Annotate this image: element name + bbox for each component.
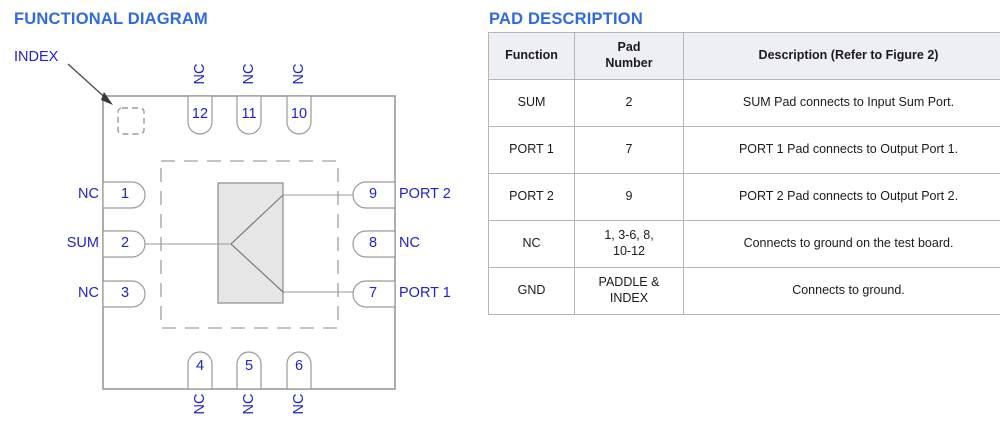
pad-12-shape <box>187 95 213 135</box>
cell-function: PORT 2 <box>488 173 575 221</box>
column-header-pad-number: Pad Number <box>574 32 684 80</box>
table-row: PORT 1 7 PORT 1 Pad connects to Output P… <box>488 126 1000 174</box>
pad-9-shape <box>352 181 396 209</box>
pad-11-shape <box>236 95 262 135</box>
pad-4-shape <box>187 351 213 390</box>
cell-function: PORT 1 <box>488 126 575 174</box>
pad-3-label: NC <box>78 285 99 301</box>
cell-pad-number-line1: 9 <box>625 189 633 204</box>
table-row: PORT 2 9 PORT 2 Pad connects to Output P… <box>488 173 1000 221</box>
cell-pad-number: PADDLE & INDEX <box>574 267 684 315</box>
pad-12-number: 12 <box>191 106 209 122</box>
cell-pad-number-line1: 1, 3-6, 8, <box>604 228 654 243</box>
pad-11-label: NC <box>241 63 257 85</box>
pad-1-number: 1 <box>120 186 130 202</box>
cell-function: SUM <box>488 79 575 127</box>
index-marker-icon <box>117 107 145 135</box>
pad-8-label: NC <box>399 235 420 251</box>
cell-pad-number: 7 <box>574 126 684 174</box>
table-header: Function Pad Number Description (Refer t… <box>488 32 1000 80</box>
page-title-functional-diagram: FUNCTIONAL DIAGRAM <box>14 10 208 28</box>
cell-pad-number-line2: 10-12 <box>613 244 645 258</box>
table-row: GND PADDLE & INDEX Connects to ground. <box>488 267 1000 315</box>
pad-11-number: 11 <box>241 106 257 122</box>
pad-7-shape <box>352 280 396 308</box>
cell-description: Connects to ground. <box>683 267 1000 315</box>
cell-pad-number-line1: 7 <box>625 142 633 157</box>
table-body: SUM 2 SUM Pad connects to Input Sum Port… <box>488 79 1000 315</box>
column-header-pad-number-line2: Number <box>605 56 653 70</box>
index-callout-arrow-icon <box>67 63 113 105</box>
pad-3-number: 3 <box>120 285 130 301</box>
column-header-description: Description (Refer to Figure 2) <box>683 32 1000 80</box>
pad-10-shape <box>286 95 312 135</box>
cell-pad-number-line1: PADDLE & <box>598 275 660 290</box>
cell-description: PORT 1 Pad connects to Output Port 1. <box>683 126 1000 174</box>
cell-pad-number: 1, 3-6, 8, 10-12 <box>574 220 684 268</box>
table-header-row: Function Pad Number Description (Refer t… <box>488 32 1000 80</box>
pad-2-number: 2 <box>120 235 130 251</box>
pad-9-number: 9 <box>368 186 378 202</box>
pad-6-label: NC <box>291 393 307 415</box>
pad-2-shape <box>102 230 146 258</box>
column-header-pad-number-line1: Pad <box>617 40 641 55</box>
functional-diagram: INDEX 1 NC 2 SUM 3 NC 9 PORT 2 8 NC 7 PO… <box>0 0 470 423</box>
pad-description-table: Function Pad Number Description (Refer t… <box>488 32 1000 315</box>
pad-5-number: 5 <box>244 358 254 374</box>
pad-12-label: NC <box>192 63 208 85</box>
pad-2-label: SUM <box>66 235 99 251</box>
cell-pad-number-line1: 2 <box>625 95 633 110</box>
cell-function: NC <box>488 220 575 268</box>
pad-5-shape <box>236 351 262 390</box>
pad-7-number: 7 <box>368 285 378 301</box>
pad-10-number: 10 <box>290 106 308 122</box>
die-block <box>217 182 284 304</box>
pad-7-label: PORT 1 <box>399 285 451 301</box>
pad-10-label: NC <box>291 63 307 85</box>
cell-pad-number: 2 <box>574 79 684 127</box>
pad-3-shape <box>102 280 146 308</box>
table-row: NC 1, 3-6, 8, 10-12 Connects to ground o… <box>488 220 1000 268</box>
pad-1-label: NC <box>78 186 99 202</box>
table-row: SUM 2 SUM Pad connects to Input Sum Port… <box>488 79 1000 127</box>
pad-8-number: 8 <box>368 235 378 251</box>
cell-function: GND <box>488 267 575 315</box>
cell-description: PORT 2 Pad connects to Output Port 2. <box>683 173 1000 221</box>
cell-pad-number: 9 <box>574 173 684 221</box>
cell-description: Connects to ground on the test board. <box>683 220 1000 268</box>
page-title-pad-description: PAD DESCRIPTION <box>489 10 643 28</box>
pad-4-label: NC <box>192 393 208 415</box>
cell-description: SUM Pad connects to Input Sum Port. <box>683 79 1000 127</box>
pad-9-label: PORT 2 <box>399 186 451 202</box>
cell-pad-number-line2: INDEX <box>609 291 649 305</box>
pad-4-number: 4 <box>195 358 205 374</box>
pad-1-shape <box>102 181 146 209</box>
pad-6-number: 6 <box>294 358 304 374</box>
column-header-function: Function <box>488 32 575 80</box>
pad-6-shape <box>286 351 312 390</box>
index-label: INDEX <box>14 49 59 65</box>
pad-8-shape <box>352 230 396 258</box>
pad-5-label: NC <box>241 393 257 415</box>
chip-package-drawing <box>67 63 396 390</box>
